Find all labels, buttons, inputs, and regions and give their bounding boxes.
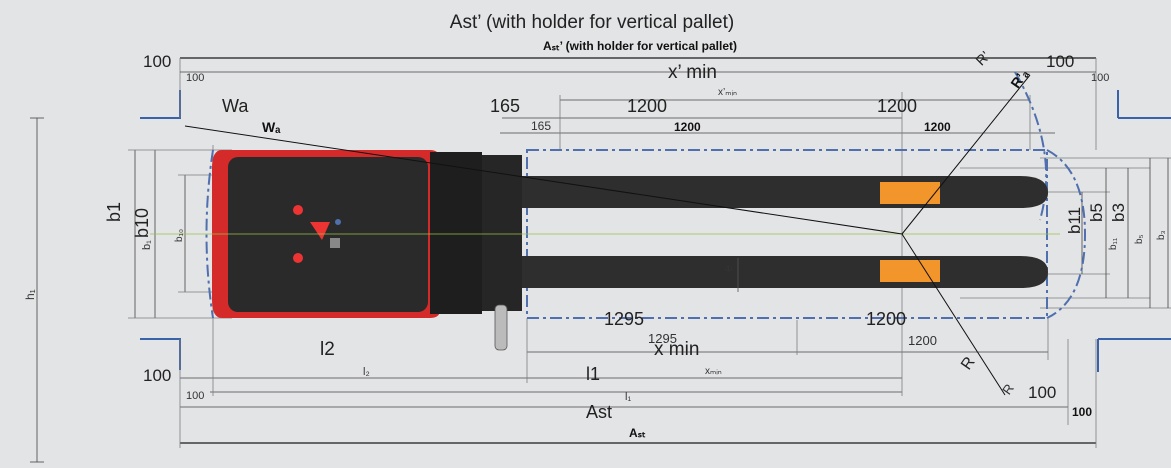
b10-label: b10: [132, 208, 152, 238]
l2-small-label: l₂: [363, 366, 370, 378]
r-label: R: [958, 354, 979, 373]
bottom-100-left: 100: [143, 366, 171, 385]
labels: Ast’ (with holder for vertical pallet) A…: [23, 12, 1167, 440]
v1295-label: 1295: [604, 309, 644, 329]
e-label: e: [721, 265, 735, 272]
x-min-small-label: xₘᵢₙ: [705, 366, 722, 377]
b5-label: b5: [1087, 203, 1106, 222]
l1-small-label: l₁: [625, 391, 631, 403]
v1295-small-label: 1295: [648, 331, 677, 346]
v1200-a-bold-label: 1200: [674, 120, 701, 134]
truck-body: [212, 150, 522, 351]
title-top-bold: Aₛₜ’ (with holder for vertical pallet): [543, 39, 737, 53]
title-top: Ast’ (with holder for vertical pallet): [450, 12, 734, 33]
v1200-bottom-small-label: 1200: [908, 333, 937, 348]
top-100-left: 100: [143, 52, 171, 71]
v165-small-label: 165: [531, 119, 551, 133]
b3-small-label: b₃: [1156, 230, 1167, 240]
b10-small-label: b₁₀: [174, 229, 185, 242]
bottom-100-right-bold: 100: [1072, 405, 1092, 419]
geometry-lines: [150, 74, 1060, 396]
top-100-right-small: 100: [1091, 72, 1109, 84]
v1200-bottom-label: 1200: [866, 309, 906, 329]
v1200-b-bold-label: 1200: [924, 120, 951, 134]
l1-label: l1: [586, 364, 600, 384]
h-small-label: h₁: [23, 289, 37, 300]
top-100-left-small: 100: [186, 72, 204, 84]
v1200-b-label: 1200: [877, 96, 917, 116]
b1-small-label: b₁: [141, 240, 153, 250]
x-prime-min-small-label: x’ₘᵢₙ: [718, 87, 737, 98]
x-min-label: x min: [654, 339, 699, 360]
ast-bold-label: Aₛₜ: [629, 426, 646, 440]
v1200-a-label: 1200: [627, 96, 667, 116]
bottom-100-left-small: 100: [186, 390, 204, 402]
b1-label: b1: [104, 202, 124, 222]
x-prime-min-label: x’ min: [668, 62, 717, 83]
v165-label: 165: [490, 96, 520, 116]
r-prime-bold-label: R’ₐ: [1007, 65, 1032, 91]
wa-label: Wa: [222, 96, 249, 116]
dimension-lines: [30, 57, 1171, 463]
b5-small-label: b₅: [1134, 234, 1145, 244]
r-small-label: R: [999, 381, 1017, 397]
forks: [522, 176, 1048, 288]
ast-label: Ast: [586, 402, 612, 422]
b3-label: b3: [1109, 203, 1128, 222]
r-prime-label: R’: [972, 48, 993, 69]
top-100-right: 100: [1046, 52, 1074, 71]
wa-bold-label: Wₐ: [262, 119, 281, 135]
b11-label: b11: [1065, 207, 1084, 234]
b11-small-label: b₁₁: [1108, 237, 1119, 250]
bottom-100-right: 100: [1028, 383, 1056, 402]
l2-label: l2: [320, 339, 335, 360]
